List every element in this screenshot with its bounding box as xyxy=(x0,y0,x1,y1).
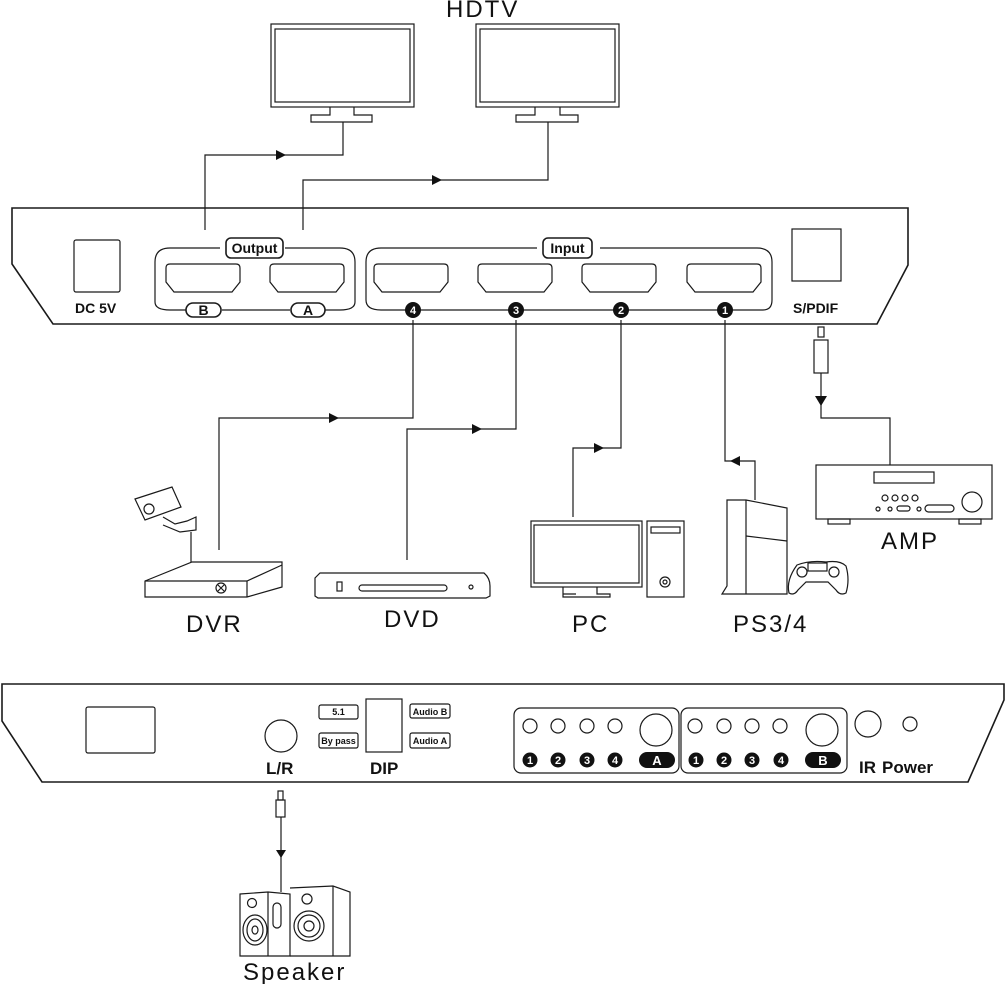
select-b-label: B xyxy=(818,753,827,768)
output-group-label: Output xyxy=(232,240,278,256)
hdtv-monitor-b-icon xyxy=(270,23,415,123)
led-a-3-label: 3 xyxy=(584,755,590,767)
dvr-device-icon xyxy=(144,561,283,598)
ir-label: IR xyxy=(859,758,876,777)
led-b-4-label: 4 xyxy=(778,755,785,767)
hdmi-input-2-port xyxy=(581,263,657,293)
hdmi-input-3-port xyxy=(477,263,553,293)
dc-power-label: DC 5V xyxy=(75,300,117,316)
input-4-number: 4 xyxy=(410,305,417,317)
playstation-console-icon xyxy=(720,499,788,595)
output-a-selector-group xyxy=(513,707,680,774)
front-panel: DC 5V Output B A Input 4 3 2 1 S/PDIF xyxy=(11,207,909,325)
input-group-label: Input xyxy=(550,240,585,256)
led-b-4 xyxy=(772,718,788,734)
led-b-1 xyxy=(687,718,703,734)
cable-input-3 xyxy=(406,320,517,560)
hdtv-title: HDTV xyxy=(446,0,519,23)
hdmi-input-1-port xyxy=(686,263,762,293)
hdmi-input-4-port xyxy=(373,263,449,293)
select-b-button[interactable] xyxy=(805,713,839,747)
game-controller-icon xyxy=(787,560,849,595)
output-port-a-label: A xyxy=(303,302,313,318)
lr-label: L/R xyxy=(266,759,293,778)
cable-input-4 xyxy=(218,320,414,550)
led-b-3 xyxy=(744,718,760,734)
security-camera-icon xyxy=(134,486,197,562)
ir-receiver xyxy=(854,710,882,738)
led-a-2-label: 2 xyxy=(555,755,561,767)
input-1-number: 1 xyxy=(722,305,728,317)
input-2-number: 2 xyxy=(618,305,624,317)
led-b-2 xyxy=(716,718,732,734)
cable-input-1 xyxy=(724,320,756,500)
ir-window xyxy=(85,706,156,754)
cable-lr-audio xyxy=(275,790,286,892)
speaker-icon xyxy=(239,885,351,957)
hdtv-monitor-a-icon xyxy=(475,23,620,123)
speaker-label: Speaker xyxy=(243,959,346,984)
output-port-b-label: B xyxy=(198,302,208,318)
input-3-number: 3 xyxy=(513,305,519,317)
cable-input-2 xyxy=(572,320,622,517)
led-b-3-label: 3 xyxy=(749,755,755,767)
ps-label: PS3/4 xyxy=(733,611,808,638)
led-a-4-label: 4 xyxy=(612,755,619,767)
dip-switch[interactable] xyxy=(365,698,403,753)
led-a-1-label: 1 xyxy=(527,755,533,767)
hdmi-output-a-port xyxy=(269,263,345,293)
amplifier-icon xyxy=(815,464,993,525)
select-a-button[interactable] xyxy=(639,713,673,747)
dip-option-audio-b: Audio B xyxy=(413,707,448,717)
cable-output-b xyxy=(204,122,344,230)
spdif-label: S/PDIF xyxy=(793,300,839,316)
dvr-label: DVR xyxy=(186,611,243,638)
input-group-tag xyxy=(542,237,593,259)
lr-audio-jack xyxy=(264,719,298,753)
pc-label: PC xyxy=(572,611,609,638)
led-a-2 xyxy=(550,718,566,734)
dip-option-5-1: 5.1 xyxy=(332,707,345,717)
led-a-3 xyxy=(579,718,595,734)
led-a-1 xyxy=(522,718,538,734)
output-b-selector-group xyxy=(680,707,848,774)
led-b-2-label: 2 xyxy=(721,755,727,767)
cable-output-a xyxy=(302,122,549,230)
dvd-label: DVD xyxy=(384,606,441,633)
pc-computer-icon xyxy=(530,520,685,598)
output-group-tag xyxy=(225,237,284,259)
dip-option-bypass: By pass xyxy=(321,736,356,746)
dc-power-jack xyxy=(73,239,121,293)
led-b-1-label: 1 xyxy=(693,755,699,767)
hdmi-output-b-port xyxy=(165,263,241,293)
dip-label: DIP xyxy=(370,759,398,778)
amp-label: AMP xyxy=(881,528,939,555)
led-a-4 xyxy=(607,718,623,734)
dvd-player-icon xyxy=(314,572,491,599)
spdif-optical-port xyxy=(791,228,842,282)
rear-panel: L/R 5.1 By pass DIP Audio B Audio A 1 2 … xyxy=(1,683,1005,783)
select-a-label: A xyxy=(652,753,662,768)
power-led xyxy=(902,716,918,732)
cable-spdif xyxy=(813,326,891,465)
dip-option-audio-a: Audio A xyxy=(413,736,448,746)
power-label: Power xyxy=(882,758,933,777)
